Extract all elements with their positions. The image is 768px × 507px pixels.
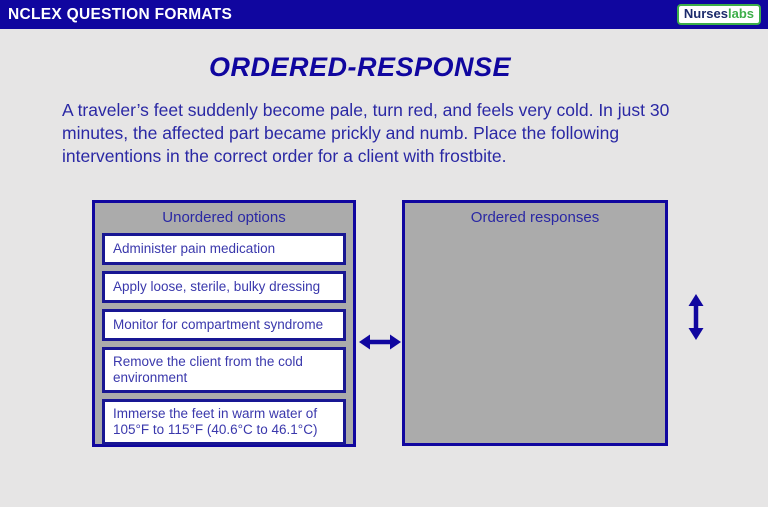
up-down-arrow-icon [688,294,704,340]
unordered-options-panel: Unordered options Administer pain medica… [92,200,356,447]
ordered-responses-title: Ordered responses [470,209,600,226]
unordered-options-title: Unordered options [162,209,286,226]
option-item[interactable]: Remove the client from the cold environm… [102,347,346,393]
option-item[interactable]: Immerse the feet in warm water of 105°F … [102,399,346,445]
logo-text-nurses: Nurses [683,6,728,21]
option-item[interactable]: Administer pain medication [102,233,346,265]
page-title: NCLEX QUESTION FORMATS [8,5,233,23]
option-item[interactable]: Apply loose, sterile, bulky dressing [102,271,346,303]
ordered-responses-panel[interactable]: Ordered responses [402,200,668,446]
logo-text-labs: labs [727,6,754,21]
question-text: A traveler’s feet suddenly become pale, … [62,100,670,166]
top-bar: NCLEX QUESTION FORMATS Nurseslabs [0,0,768,29]
section-title: ORDERED-RESPONSE [208,52,512,82]
nurseslabs-logo: Nurseslabs [676,4,761,25]
option-item[interactable]: Monitor for compartment syndrome [102,309,346,341]
left-right-arrow-icon [359,334,401,350]
